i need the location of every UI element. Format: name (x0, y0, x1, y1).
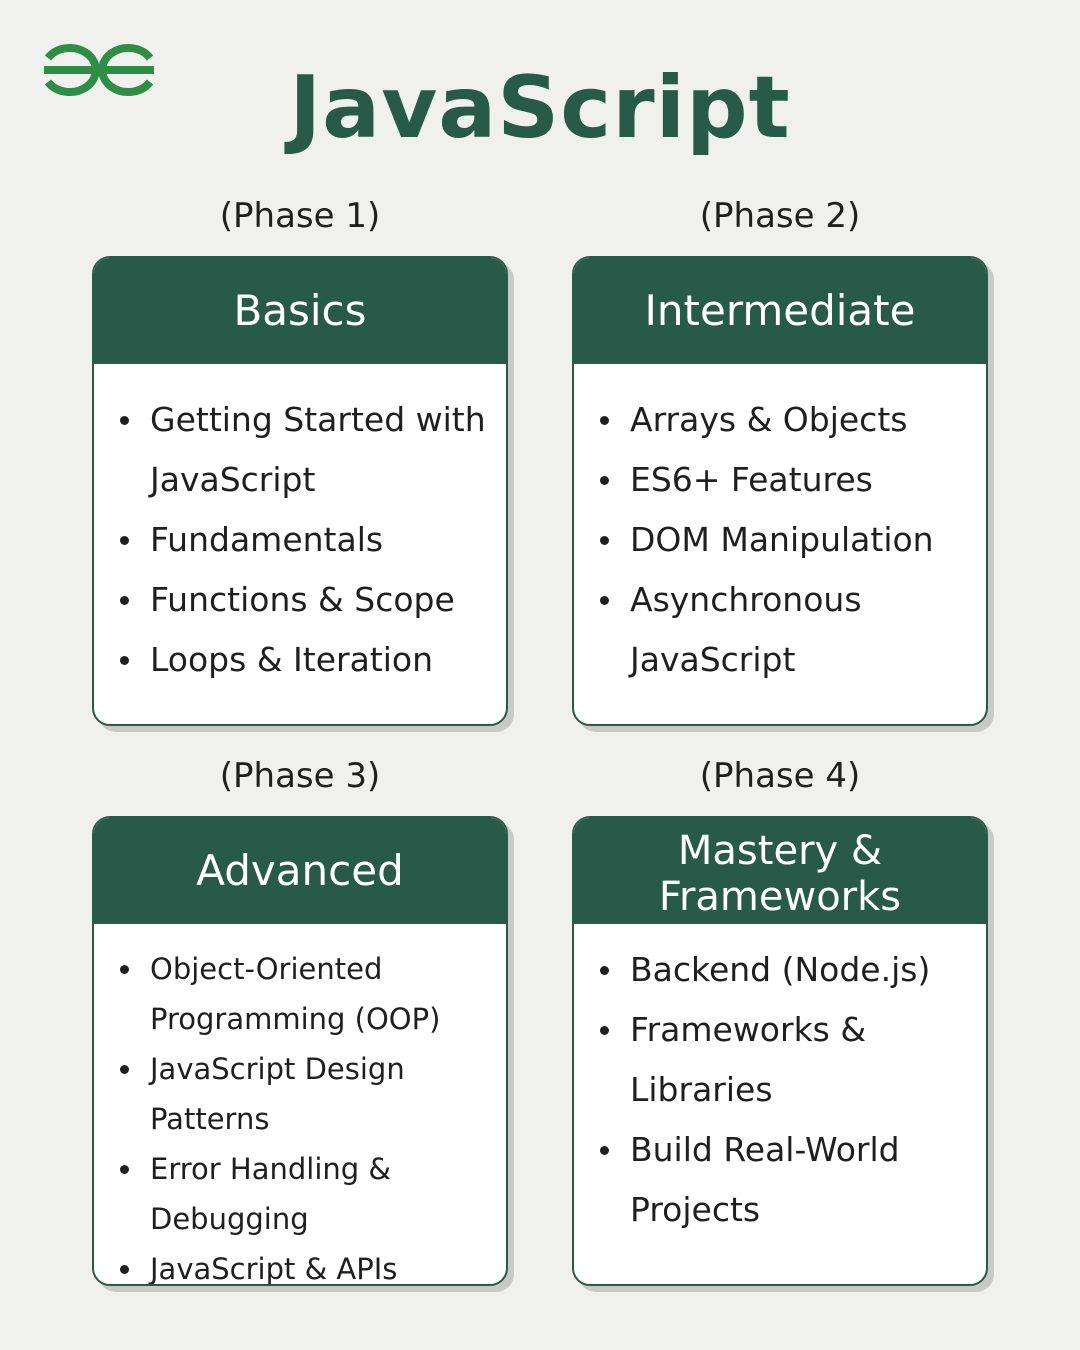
list-item: Functions & Scope (120, 570, 492, 630)
list-item: Loops & Iteration (120, 630, 492, 690)
list-item: Error Handling & Debugging (120, 1144, 492, 1244)
phase-2-topic-list: Arrays & Objects ES6+ Features DOM Manip… (574, 364, 986, 690)
phase-4-heading: Mastery & Frameworks (574, 818, 986, 924)
list-item: Build Real-World Projects (600, 1120, 972, 1240)
list-item: JavaScript Design Patterns (120, 1044, 492, 1144)
list-item: Frameworks & Libraries (600, 1000, 972, 1120)
phase-1-heading: Basics (94, 258, 506, 364)
phase-3-label: (Phase 3) (219, 756, 381, 796)
phase-4-card: Mastery & Frameworks Backend (Node.js) F… (572, 816, 988, 1286)
phase-3-topic-list: Object-Oriented Programming (OOP) JavaSc… (94, 924, 506, 1284)
list-item: Object-Oriented Programming (OOP) (120, 944, 492, 1044)
list-item: Arrays & Objects (600, 390, 972, 450)
phase-2-heading: Intermediate (574, 258, 986, 364)
list-item: Backend (Node.js) (600, 940, 972, 1000)
phase-4-label: (Phase 4) (699, 756, 861, 796)
phase-2-card: Intermediate Arrays & Objects ES6+ Featu… (572, 256, 988, 726)
list-item: ES6+ Features (600, 450, 972, 510)
list-item: Fundamentals (120, 510, 492, 570)
phase-4-topic-list: Backend (Node.js) Frameworks & Libraries… (574, 924, 986, 1240)
phase-1-label: (Phase 1) (219, 196, 381, 236)
phase-1-card: Basics Getting Started with JavaScript F… (92, 256, 508, 726)
phase-3-heading: Advanced (94, 818, 506, 924)
page-title: JavaScript (289, 58, 791, 158)
gfg-logo-icon (40, 40, 158, 100)
list-item: JavaScript & APIs (120, 1244, 492, 1284)
list-item: Asynchronous JavaScript (600, 570, 972, 690)
list-item: Getting Started with JavaScript (120, 390, 492, 510)
list-item: DOM Manipulation (600, 510, 972, 570)
phase-1-topic-list: Getting Started with JavaScript Fundamen… (94, 364, 506, 690)
phase-3-card: Advanced Object-Oriented Programming (OO… (92, 816, 508, 1286)
phase-2-label: (Phase 2) (699, 196, 861, 236)
